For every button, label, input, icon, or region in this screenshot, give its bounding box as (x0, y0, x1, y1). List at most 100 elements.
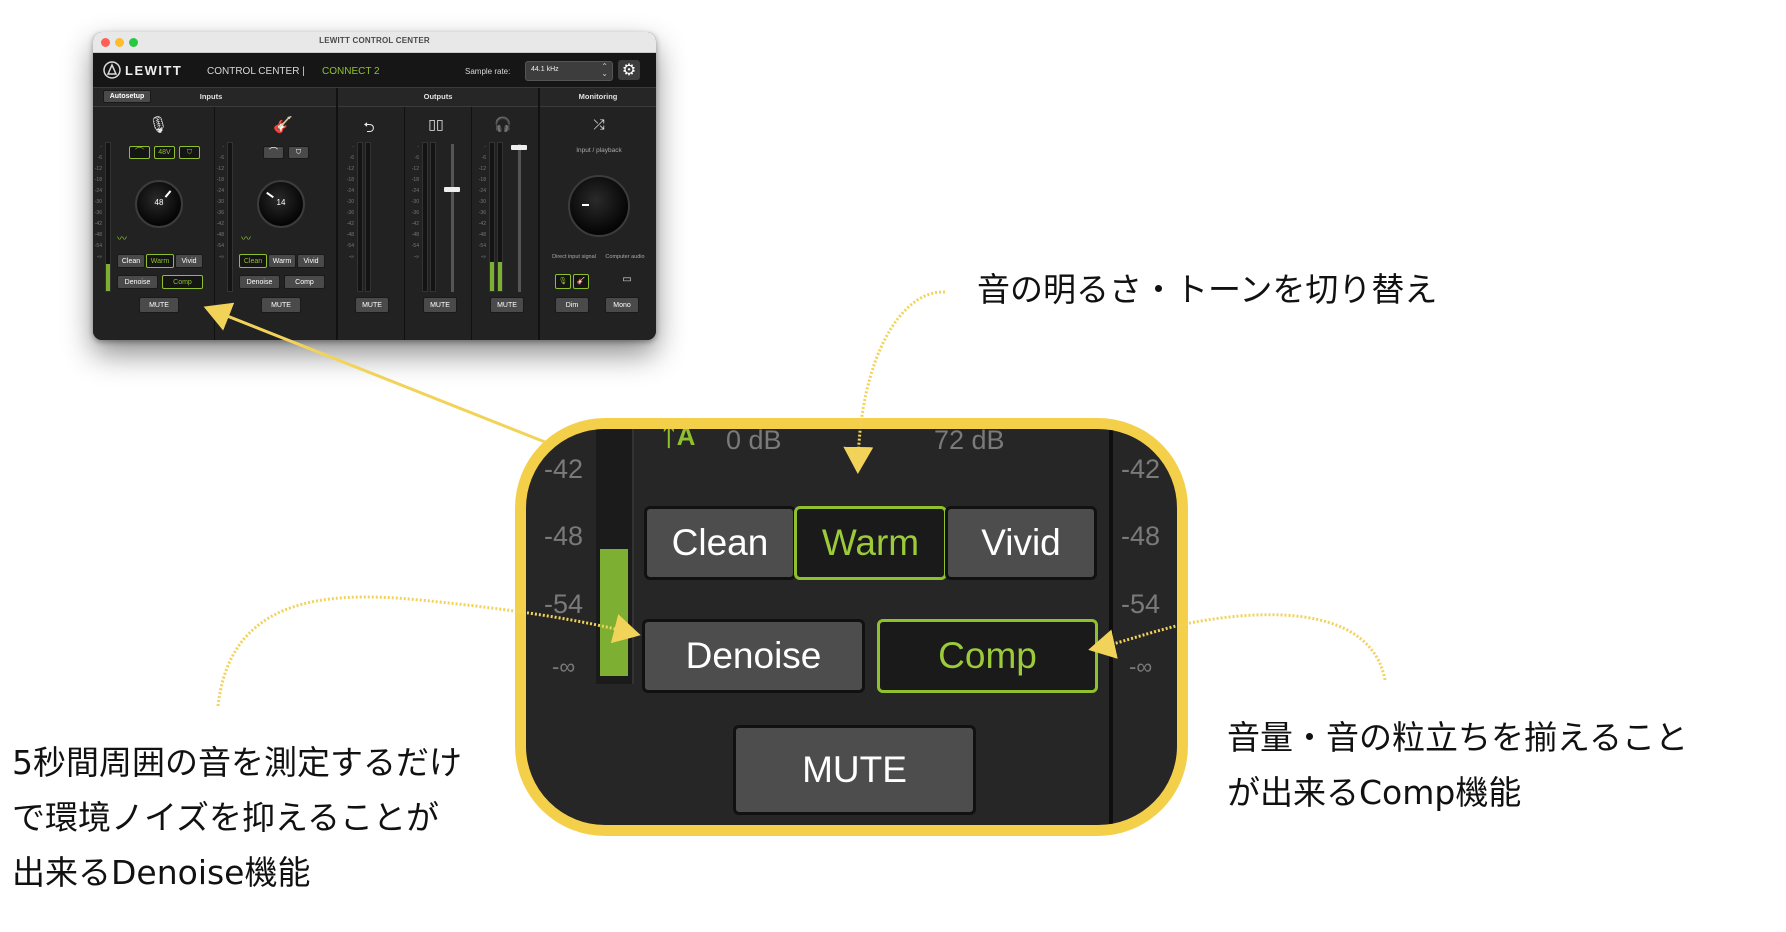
app-name: CONTROL CENTER | (207, 66, 305, 77)
zoom-left-scale-54: -54 (544, 589, 584, 619)
input2-mute-button[interactable]: MUTE (261, 297, 301, 313)
divider (336, 88, 338, 340)
input2-comp-button[interactable]: Comp (284, 275, 325, 289)
output2-fader-handle[interactable] (444, 187, 460, 192)
output1-level-meter (365, 142, 371, 292)
stepper-icon: ⌃⌄ (601, 62, 608, 78)
output1-level-meter (357, 142, 363, 292)
sample-rate-select[interactable]: 44.1 kHz ⌃⌄ (525, 61, 613, 81)
output2-level-meter (430, 142, 436, 292)
guitar-icon: 🎸 (273, 115, 293, 134)
mono-button[interactable]: Mono (605, 297, 639, 313)
outputs-section-header: Outputs (338, 88, 538, 107)
headphones-icon: 🎧 (494, 117, 512, 133)
shuffle-icon: ⤮ (593, 117, 605, 133)
tone-clean-button[interactable]: Clean (644, 506, 796, 580)
autosetup-button[interactable]: Autosetup (103, 90, 151, 103)
input1-level-meter (105, 142, 111, 292)
zoom-label-72db: 72 dB (934, 425, 1005, 455)
output3-level-fill (490, 262, 494, 291)
output3-level-meter (497, 142, 503, 292)
waveform-icon: 〰 (117, 234, 127, 245)
output2-level-meter (422, 142, 428, 292)
waveform-icon: ᛏA (661, 421, 696, 451)
inputs-title: Inputs (199, 92, 223, 101)
sample-rate-label: Sample rate: (465, 67, 511, 76)
sample-rate-value: 44.1 kHz (531, 66, 559, 73)
tone-arrow (843, 290, 946, 474)
comp-arrow (1088, 613, 1387, 681)
gear-icon: ⚙ (621, 60, 637, 79)
output1-mute-button[interactable]: MUTE (355, 297, 389, 313)
monitoring-section-header: Monitoring (540, 88, 656, 107)
device-name: CONNECT 2 (322, 66, 380, 77)
shield-icon: ⛉ (186, 149, 193, 156)
comp-annotation-line1: 音量・音の粒立ちを揃えること (1227, 718, 1689, 757)
comp-annotation-line2: が出来るComp機能 (1227, 773, 1522, 812)
input2-tone-clean[interactable]: Clean (239, 254, 267, 268)
settings-button[interactable]: ⚙ (618, 60, 640, 80)
input1-tone-clean[interactable]: Clean (117, 254, 145, 268)
minimize-window-button[interactable] (115, 38, 124, 47)
output3-fader-handle[interactable] (511, 145, 527, 150)
divider (404, 107, 405, 340)
computer-label: Computer audio (605, 254, 645, 260)
window-title: LEWITT CONTROL CENTER (319, 36, 430, 45)
mute-button[interactable]: MUTE (733, 725, 976, 815)
waveform-icon: 〰 (241, 234, 251, 245)
input2-gain-knob[interactable]: 14 (257, 180, 305, 228)
tone-vivid-button[interactable]: Vivid (945, 506, 1097, 580)
input2-scale: --6-12-18-24-30-36-42-48-54-∞ (216, 144, 224, 260)
zoom-to-window-arrow (203, 302, 546, 444)
divider (214, 107, 215, 340)
brand-name: LEWITT (125, 63, 183, 78)
tone-annotation: 音の明るさ・トーンを切り替え (977, 270, 1438, 309)
dim-button[interactable]: Dim (555, 297, 589, 313)
input1-tone-warm[interactable]: Warm (146, 254, 174, 268)
input1-tone-vivid[interactable]: Vivid (175, 254, 203, 268)
input2-lowcut-button[interactable]: ⌒ (263, 146, 284, 159)
app-window: LEWITT CONTROL CENTER LEWITT CONTROL CEN… (93, 32, 656, 340)
input1-gain-knob[interactable]: 48 (135, 180, 183, 228)
denoise-annotation-line2: で環境ノイズを抑えることが (12, 798, 440, 837)
denoise-annotation-line3: 出来るDenoise機能 (12, 853, 311, 892)
input1-mute-button[interactable]: MUTE (139, 297, 179, 313)
input2-tone-vivid[interactable]: Vivid (297, 254, 325, 268)
input1-clip-guard-button[interactable]: ⛉ (179, 146, 200, 159)
zoom-label-0db: 0 dB (726, 425, 782, 455)
title-bar (93, 32, 656, 53)
monitor-mix-knob[interactable] (568, 175, 630, 237)
output2-mute-button[interactable]: MUTE (423, 297, 457, 313)
denoise-button[interactable]: Denoise (642, 619, 865, 693)
input1-lowcut-button[interactable]: ⌒ (129, 146, 150, 159)
input2-level-meter (227, 142, 233, 292)
phantom-power-button[interactable]: 48V (154, 146, 175, 159)
zoom-level-fill (600, 549, 628, 676)
divider (538, 88, 540, 340)
zoom-left-scale-48: -48 (544, 521, 584, 551)
input1-denoise-button[interactable]: Denoise (117, 275, 158, 289)
zoom-right-scale-54: -54 (1121, 589, 1161, 619)
input2-clip-guard-button[interactable]: ⛉ (288, 146, 309, 159)
loopback-icon: ⮌ (363, 120, 375, 136)
inputs-section-header (93, 88, 336, 107)
zoomed-controls-callout: -42 -48 -54 -∞ ᛏA 0 dB 72 dB -42 -48 -54… (515, 418, 1188, 836)
zoom-right-scale-inf: -∞ (1129, 654, 1153, 679)
direct-label: Direct input signal (552, 254, 596, 260)
mix-label: Input / playback (576, 147, 622, 154)
direct-guitar-icon[interactable]: 🎸 (573, 274, 589, 289)
direct-mic-icon[interactable]: 🎙 (555, 274, 571, 289)
input2-denoise-button[interactable]: Denoise (239, 275, 280, 289)
input2-tone-warm[interactable]: Warm (268, 254, 296, 268)
output3-level-meter (489, 142, 495, 292)
output2-fader-track (451, 144, 454, 292)
close-window-button[interactable] (101, 38, 110, 47)
input1-comp-button[interactable]: Comp (162, 275, 203, 289)
output3-mute-button[interactable]: MUTE (490, 297, 524, 313)
zoom-window-button[interactable] (129, 38, 138, 47)
output3-fader-track (518, 144, 521, 292)
output2-scale: --6-12-18-24-30-36-42-48-54-∞ (411, 144, 419, 260)
microphone-icon: 🎙 (148, 115, 169, 134)
input2-gain-value: 14 (276, 198, 286, 207)
